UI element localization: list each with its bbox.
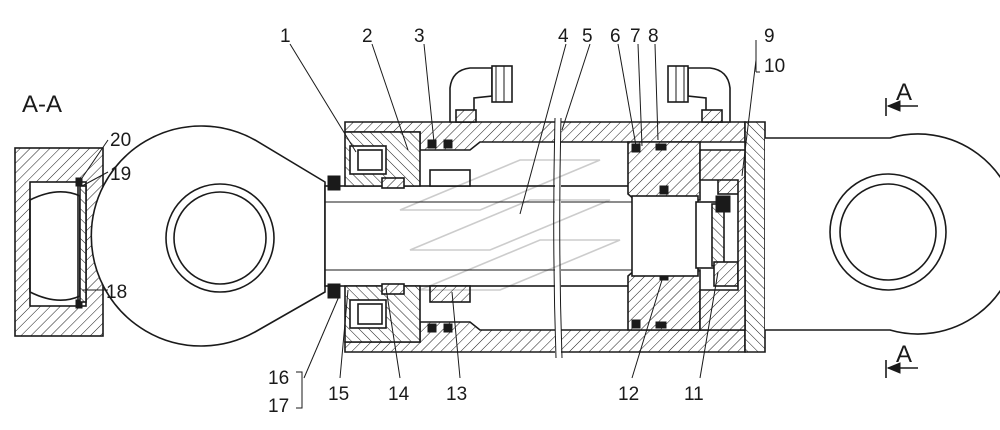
piston [627,141,743,331]
callout-3: 3 [414,26,425,47]
callout-12: 12 [618,384,639,405]
watermark-logo [399,159,621,291]
callout-6: 6 [610,26,621,47]
section-a-a-view [14,147,104,337]
cylinder-base [699,121,1000,353]
callout-1: 1 [280,26,291,47]
leader-lines [81,40,760,409]
callout-5: 5 [582,26,593,47]
callout-15: 15 [328,384,349,405]
callout-20: 20 [110,130,131,151]
port-fitting-right [667,65,731,123]
section-mark-bottom: A [885,341,918,378]
callout-labels: 1 2 3 4 5 6 7 8 9 10 11 12 13 14 15 16 1… [106,26,785,417]
section-letter-top: A [896,79,912,106]
piston-rod [324,185,636,287]
section-letter-bottom: A [896,341,912,368]
callout-10: 10 [764,56,785,77]
callout-19: 19 [110,164,131,185]
section-mark-top: A [885,79,918,116]
callout-14: 14 [388,384,410,405]
section-title: A-A [22,91,62,118]
callout-11: 11 [684,384,704,405]
callout-2: 2 [362,26,373,47]
port-fitting-left [449,65,513,123]
callout-4: 4 [558,26,569,47]
callout-13: 13 [446,384,467,405]
callout-8: 8 [648,26,659,47]
callout-7: 7 [630,26,641,47]
callout-17: 17 [268,396,289,417]
callout-9: 9 [764,26,775,47]
rod-eye [90,125,326,347]
callout-16: 16 [268,368,289,389]
callout-18: 18 [106,282,127,303]
gland-head [327,131,471,343]
